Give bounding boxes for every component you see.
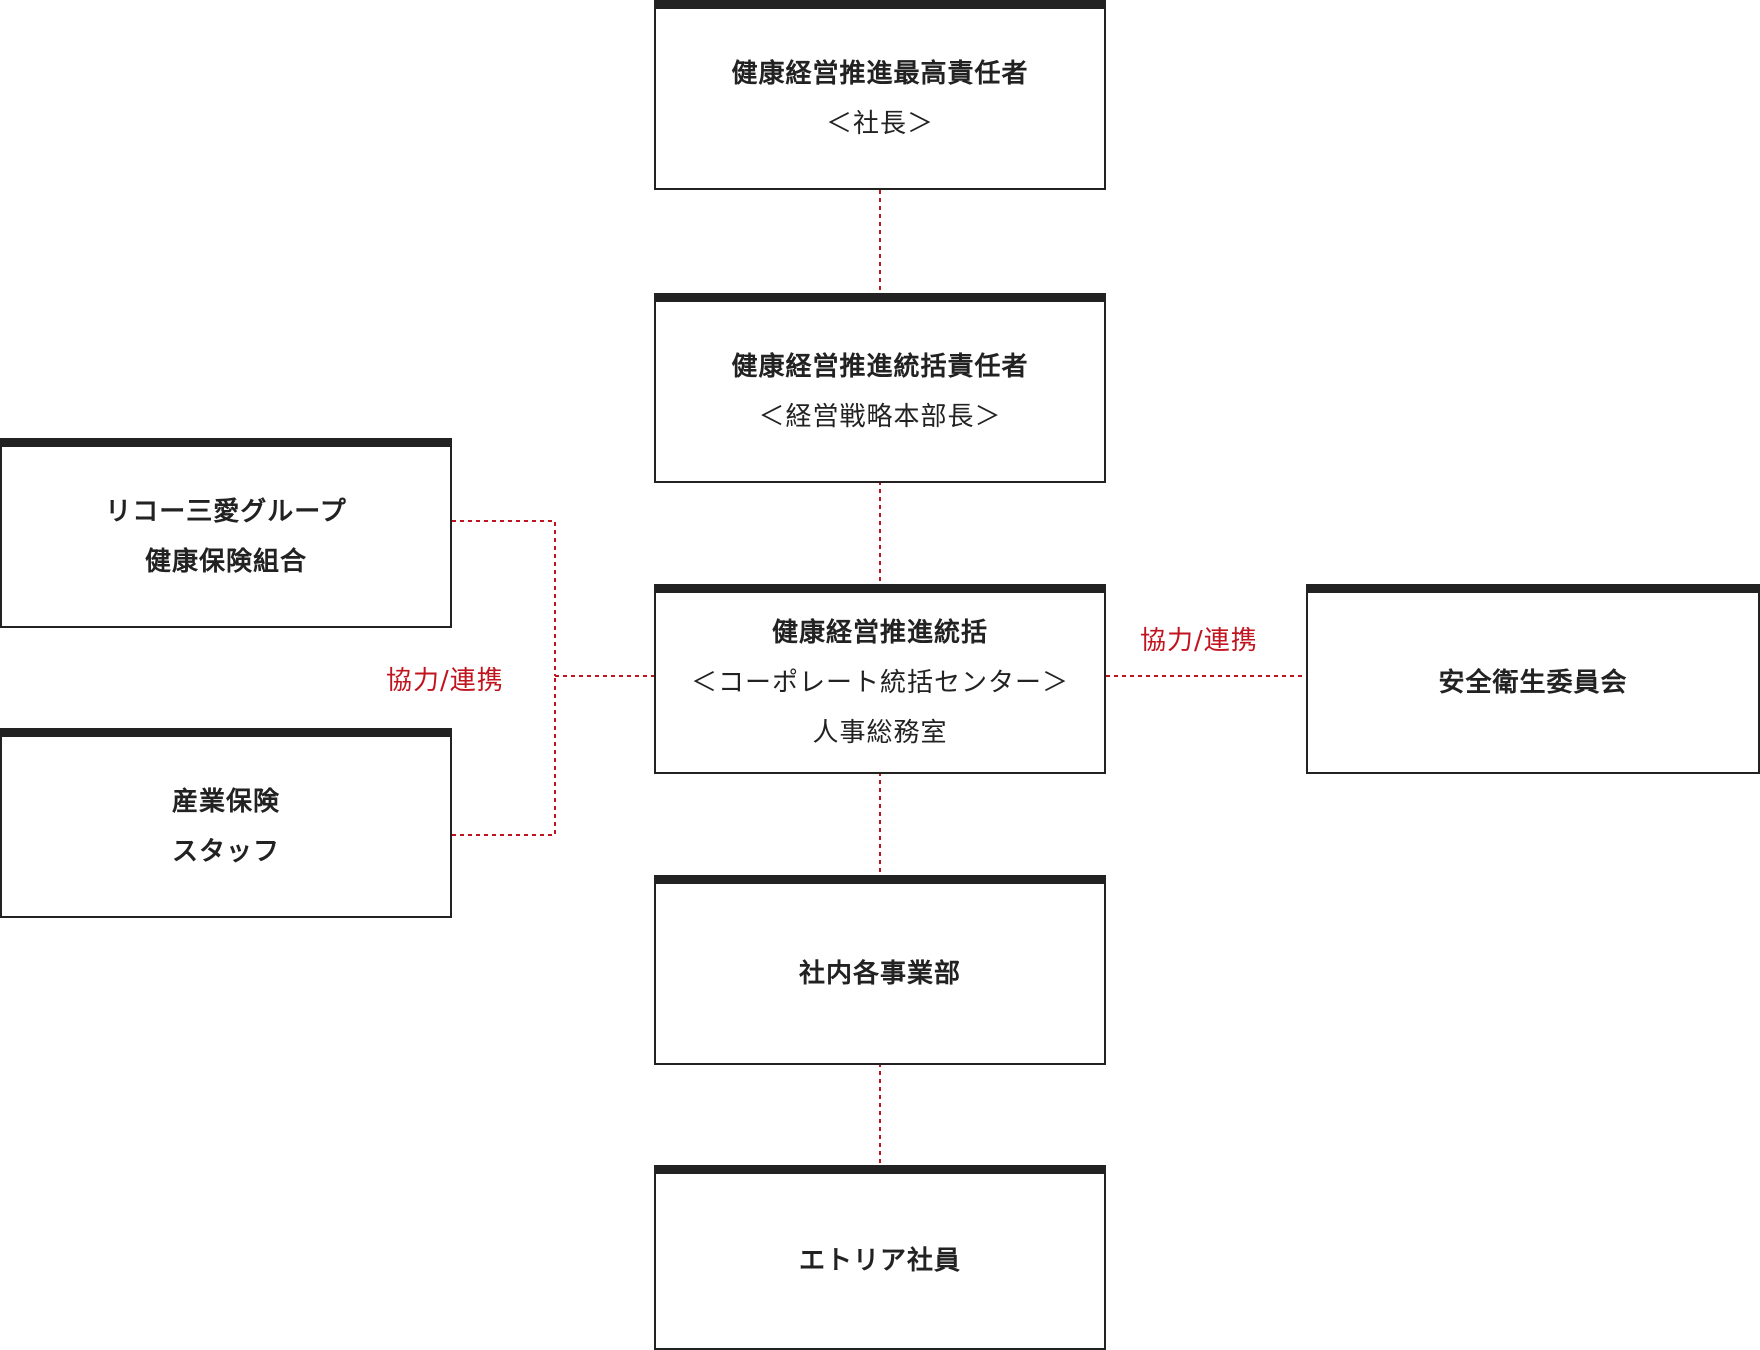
node-health-staff-line1: 産業保険 (171, 786, 280, 817)
node-top-executive-sub: ＜社長＞ (825, 108, 934, 139)
node-safety-committee: 安全衛生委員会 (1306, 584, 1760, 774)
node-general-manager: 健康経営推進統括責任者 ＜経営戦略本部長＞ (654, 293, 1106, 483)
node-top-executive: 健康経営推進最高責任者 ＜社長＞ (654, 0, 1106, 190)
node-divisions: 社内各事業部 (654, 875, 1106, 1065)
node-hr-office-title: 健康経営推進統括 (771, 617, 988, 648)
connector-insurance (452, 520, 556, 676)
node-health-staff: 産業保険 スタッフ (0, 728, 452, 918)
node-hr-office: 健康経営推進統括 ＜コーポレート統括センター＞ 人事総務室 (654, 584, 1106, 774)
node-employees-title: エトリア社員 (798, 1246, 961, 1276)
node-general-manager-sub: ＜経営戦略本部長＞ (758, 401, 1002, 432)
connector-staff (452, 676, 556, 836)
node-hr-office-sub1: ＜コーポレート統括センター＞ (690, 667, 1069, 698)
node-safety-committee-title: 安全衛生委員会 (1438, 667, 1628, 698)
node-health-staff-line2: スタッフ (171, 836, 280, 867)
node-divisions-title: 社内各事業部 (798, 958, 961, 989)
node-health-insurance-line2: 健康保険組合 (144, 546, 307, 577)
node-health-insurance: リコー三愛グループ 健康保険組合 (0, 438, 452, 628)
label-right-cooperation: 協力/連携 (1140, 620, 1258, 657)
node-top-executive-title: 健康経営推進最高責任者 (731, 58, 1029, 89)
label-left-cooperation: 協力/連携 (386, 660, 504, 697)
node-hr-office-sub2: 人事総務室 (812, 717, 948, 748)
node-health-insurance-line1: リコー三愛グループ (105, 496, 347, 527)
node-employees: エトリア社員 (654, 1165, 1106, 1350)
node-general-manager-title: 健康経営推進統括責任者 (731, 351, 1029, 382)
